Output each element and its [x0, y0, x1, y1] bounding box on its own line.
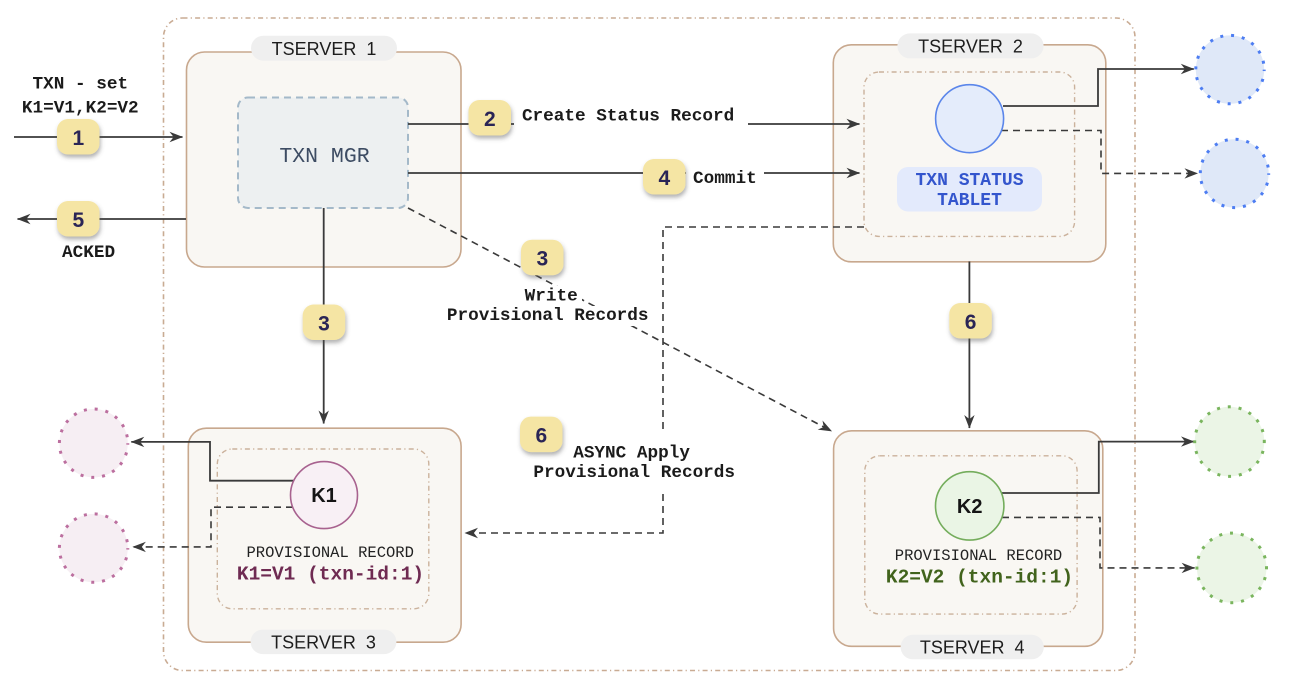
svg-text:Write: Write	[525, 286, 578, 306]
svg-text:TSERVER 3: TSERVER 3	[271, 633, 376, 653]
svg-text:6: 6	[965, 311, 977, 334]
svg-text:5: 5	[72, 209, 84, 232]
svg-text:K1: K1	[311, 485, 337, 507]
svg-text:3: 3	[536, 248, 548, 271]
svg-text:Create Status Record: Create Status Record	[522, 107, 734, 127]
svg-text:K1=V1,K2=V2: K1=V1,K2=V2	[22, 99, 139, 119]
svg-text:3: 3	[318, 312, 330, 335]
svg-text:K2: K2	[957, 496, 983, 518]
svg-text:Provisional Records: Provisional Records	[533, 463, 735, 483]
svg-text:TXN STATUS: TXN STATUS	[915, 171, 1023, 191]
svg-text:Provisional Records: Provisional Records	[447, 306, 649, 326]
svg-text:TXN MGR: TXN MGR	[279, 145, 369, 169]
svg-text:K2=V2 (txn-id:1): K2=V2 (txn-id:1)	[886, 567, 1073, 589]
svg-text:ACKED: ACKED	[62, 243, 115, 263]
svg-text:PROVISIONAL RECORD: PROVISIONAL RECORD	[246, 544, 413, 562]
svg-text:2: 2	[484, 108, 496, 131]
svg-text:PROVISIONAL RECORD: PROVISIONAL RECORD	[895, 547, 1062, 565]
svg-text:K1=V1 (txn-id:1): K1=V1 (txn-id:1)	[237, 563, 424, 585]
svg-text:Commit: Commit	[693, 169, 757, 189]
svg-text:4: 4	[658, 167, 670, 190]
svg-text:TSERVER 4: TSERVER 4	[920, 638, 1025, 658]
svg-text:1: 1	[72, 127, 84, 150]
svg-text:6: 6	[535, 425, 547, 448]
svg-text:TSERVER 1: TSERVER 1	[272, 39, 377, 59]
svg-text:TABLET: TABLET	[937, 191, 1002, 211]
svg-text:ASYNC Apply: ASYNC Apply	[573, 444, 690, 464]
svg-text:TXN - set: TXN - set	[33, 75, 129, 95]
svg-text:TSERVER 2: TSERVER 2	[918, 37, 1023, 57]
